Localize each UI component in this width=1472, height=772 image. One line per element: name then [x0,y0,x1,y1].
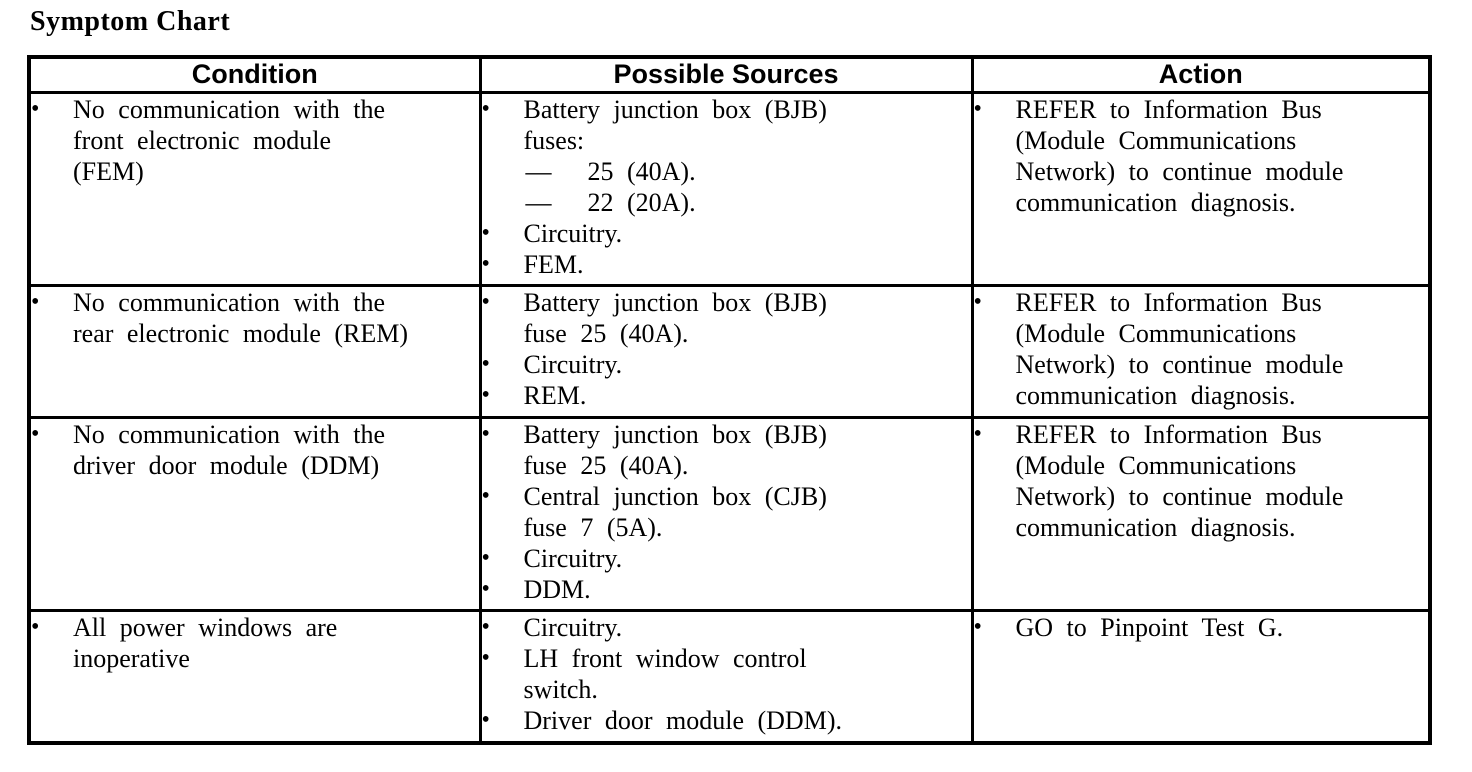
cell-action: • REFER to Information Bus (Module Commun… [970,416,1432,612]
dash-icon: — [525,157,552,186]
list-item: • REM. [482,380,971,411]
item-text: REM. [523,381,587,410]
list-item: • Circuitry. [482,543,971,574]
list-item: • Central junction box (CJB) fuse 7 (5A). [482,481,971,543]
bullet-icon: • [973,289,982,315]
list-item: • No communication with the rear electron… [31,287,479,349]
list-item: • LH front window control switch. [482,643,971,705]
bullet-icon: • [31,96,40,122]
list-item: • Circuitry. [482,612,971,643]
cell-condition: • No communication with the rear electron… [27,284,482,419]
bullet-icon: • [481,545,490,571]
cell-sources: •Battery junction box (BJB) fuses:—25 (4… [478,91,974,287]
list-item: — 25 (40A). [526,156,971,187]
list-item: • Circuitry. [482,218,971,249]
bullet-icon: • [481,96,490,122]
list-item: • FEM. [482,249,971,280]
cell-sources: • Circuitry. • LH front window control swit… [478,609,974,745]
bullet-icon: • [481,645,490,671]
item-text: Battery junction box (BJB) fuse 25 (40A)… [523,288,827,348]
list-item: • Battery junction box (BJB) fuse 25 (40A… [482,419,971,481]
item-text: Driver door module (DDM). [523,706,843,735]
cell-sources: • Battery junction box (BJB) fuse 25 (40A… [478,416,974,612]
bullet-icon: • [481,382,490,408]
cell-condition: • No communication with the front electro… [27,91,482,287]
item-text: Circuitry. [523,544,623,573]
bullet-icon: • [973,614,982,640]
bullet-icon: • [481,220,490,246]
item-text: Circuitry. [523,613,623,642]
dash-icon: — [525,188,552,217]
item-text: REFER to Information Bus (Module Communi… [1015,420,1344,542]
item-text: DDM. [523,575,591,604]
bullet-icon: • [973,96,982,122]
item-text: FEM. [523,250,584,279]
list-item: • No communication with the front electro… [31,94,479,187]
list-item: • Battery junction box (BJB) fuses: [482,94,971,156]
item-text: All power windows are inoperative [73,613,338,673]
list-item: • REFER to Information Bus (Module Commun… [974,94,1429,218]
list-item: • GO to Pinpoint Test G. [974,612,1429,643]
list-item: • REFER to Information Bus (Module Commun… [974,419,1429,543]
column-header-possible-sources: Possible Sources [478,55,974,94]
bullet-icon: • [973,421,982,447]
item-text: No communication with the front electron… [73,95,386,186]
table-header-row: Condition Possible Sources Action [27,55,1432,94]
item-text: No communication with the rear electroni… [73,288,409,348]
bullet-icon: • [481,251,490,277]
item-text: No communication with the driver door mo… [73,420,386,480]
bullet-icon: • [481,707,490,733]
item-text: Battery junction box (BJB) fuse 25 (40A)… [523,420,827,480]
page-title: Symptom Chart [30,6,231,37]
item-text: Circuitry. [523,350,623,379]
item-text: LH front window control switch. [523,644,807,704]
bullet-icon: • [31,614,40,640]
table-row: • No communication with the front electro… [27,91,1432,287]
item-text: GO to Pinpoint Test G. [1015,613,1284,642]
symptom-chart-table: Condition Possible Sources Action • No co… [27,55,1432,745]
item-text: REFER to Information Bus (Module Communi… [1015,288,1344,410]
cell-action: • REFER to Information Bus (Module Commun… [970,91,1432,287]
table-row: • No communication with the driver door m… [27,416,1432,612]
cell-action: • GO to Pinpoint Test G. [970,609,1432,745]
item-text: Battery junction box (BJB) fuses: [523,95,827,155]
list-item: — 22 (20A). [526,187,971,218]
list-item: • No communication with the driver door m… [31,419,479,481]
list-item: • DDM. [482,574,971,605]
list-item: • Circuitry. [482,349,971,380]
item-text: 25 (40A). [587,157,696,186]
item-text: REFER to Information Bus (Module Communi… [1015,95,1344,217]
list-item: • All power windows are inoperative [31,612,479,674]
bullet-icon: • [481,483,490,509]
table-row: • All power windows are inoperative • Circu… [27,609,1432,745]
bullet-icon: • [31,421,40,447]
list-item: • REFER to Information Bus (Module Commun… [974,287,1429,411]
bullet-icon: • [481,614,490,640]
item-text: Circuitry. [523,219,623,248]
list-item: • Battery junction box (BJB) fuse 25 (40A… [482,287,971,349]
item-text: Central junction box (CJB) fuse 7 (5A). [523,482,827,542]
column-header-condition: Condition [27,55,482,94]
bullet-icon: • [481,576,490,602]
symptom-table-body: • No communication with the front electro… [27,91,1432,745]
column-header-action: Action [970,55,1432,94]
item-text: 22 (20A). [587,188,696,217]
bullet-icon: • [481,351,490,377]
bullet-icon: • [481,421,490,447]
cell-condition: • No communication with the driver door m… [27,416,482,612]
table-row: • No communication with the rear electron… [27,284,1432,419]
cell-action: • REFER to Information Bus (Module Commun… [970,284,1432,419]
list-item: • Driver door module (DDM). [482,705,971,736]
bullet-icon: • [481,289,490,315]
cell-condition: • All power windows are inoperative [27,609,482,745]
cell-sources: • Battery junction box (BJB) fuse 25 (40A… [478,284,974,419]
bullet-icon: • [31,289,40,315]
